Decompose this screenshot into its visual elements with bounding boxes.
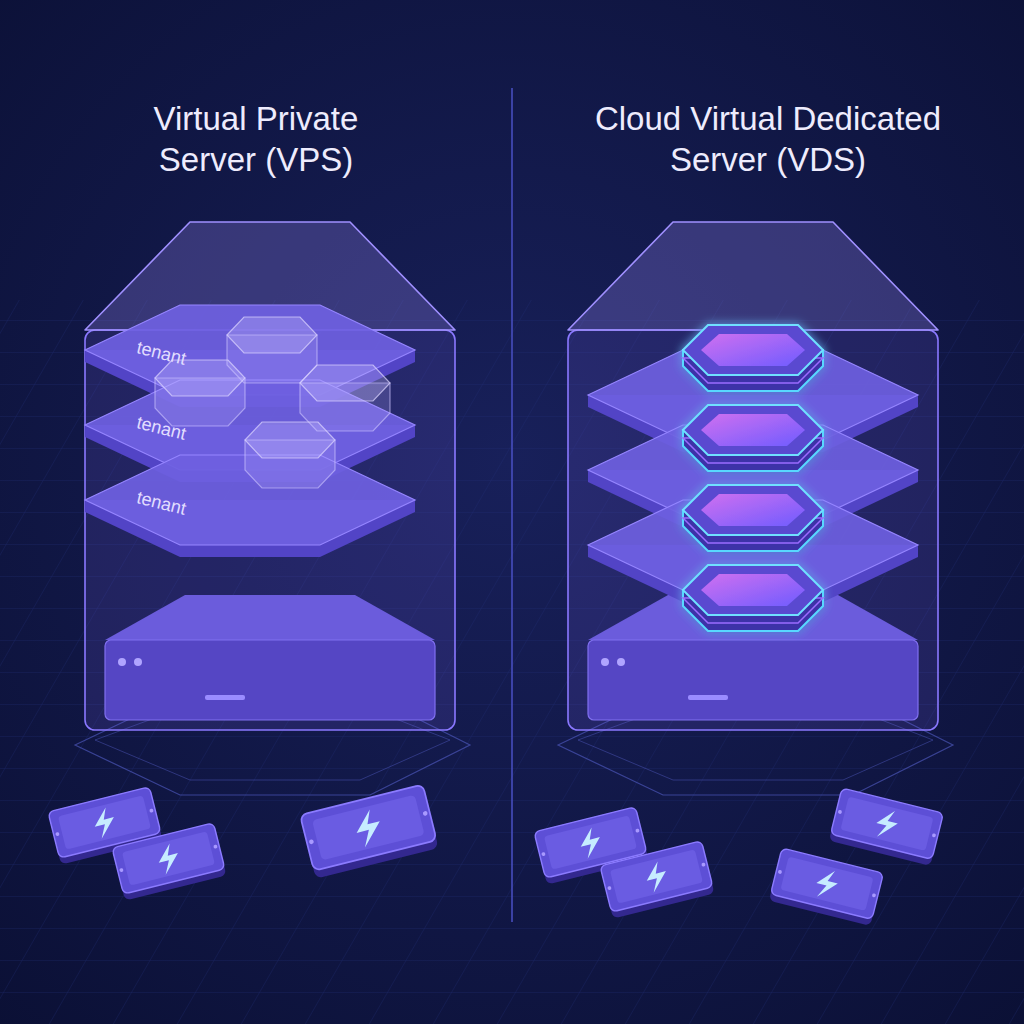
column-heading: Cloud Virtual Dedicated Server (VDS) — [568, 98, 968, 181]
vds-server — [558, 222, 953, 795]
tenant-layer: tenant — [85, 455, 415, 557]
server-column: Virtual Private Server (VPS)tenanttenant… — [20, 80, 492, 760]
tenant-slab — [85, 455, 415, 557]
divider-line — [511, 88, 513, 922]
grid — [0, 300, 1024, 1024]
dedicated-chips — [683, 325, 823, 631]
storage-cards — [48, 784, 943, 925]
vps-server — [75, 222, 470, 795]
column-heading: Virtual Private Server (VPS) — [56, 98, 456, 181]
server-column: Cloud Virtual Dedicated Server (VDS) — [532, 80, 1004, 760]
